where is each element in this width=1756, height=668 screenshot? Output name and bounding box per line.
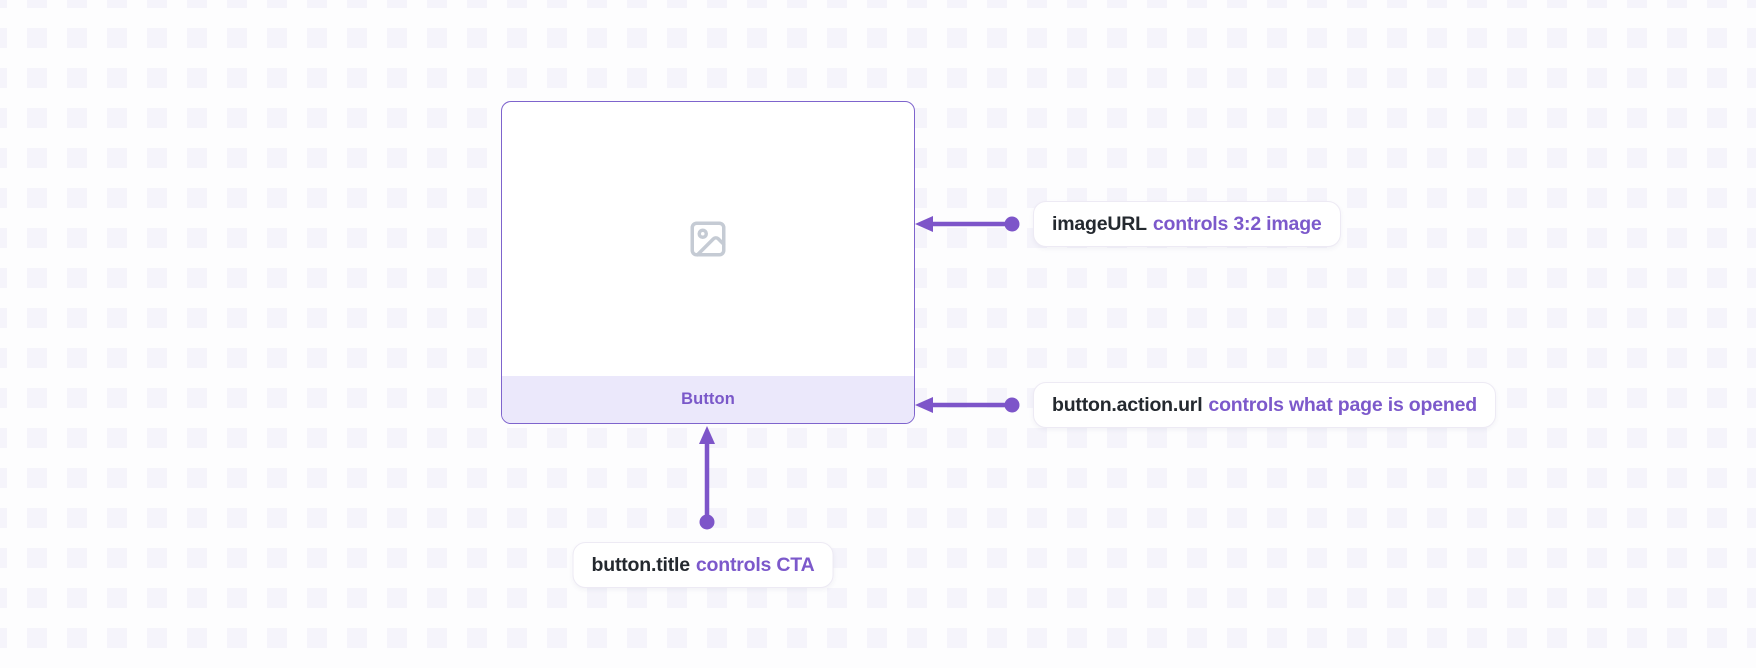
card-preview: Button [501,101,915,424]
annotation-field: button.title [591,554,691,576]
annotation-description: controls 3:2 image [1152,213,1322,235]
card-cta-label: Button [681,390,735,408]
annotation-imageurl: imageURL controls 3:2 image [1033,201,1341,247]
card-cta-button[interactable]: Button [502,376,914,423]
annotation-button-title: button.title controls CTA [572,542,834,588]
left-arrow-icon [915,397,1020,413]
annotation-field: button.action.url [1052,394,1203,416]
image-placeholder-icon [690,221,726,257]
annotation-description: controls what page is opened [1208,394,1477,416]
up-arrow-icon [699,426,715,530]
left-arrow-icon [915,216,1020,232]
annotation-description: controls CTA [695,554,815,576]
annotation-button-action-url: button.action.url controls what page is … [1033,382,1496,428]
card-image-area [502,102,914,376]
annotation-field: imageURL [1052,213,1147,235]
